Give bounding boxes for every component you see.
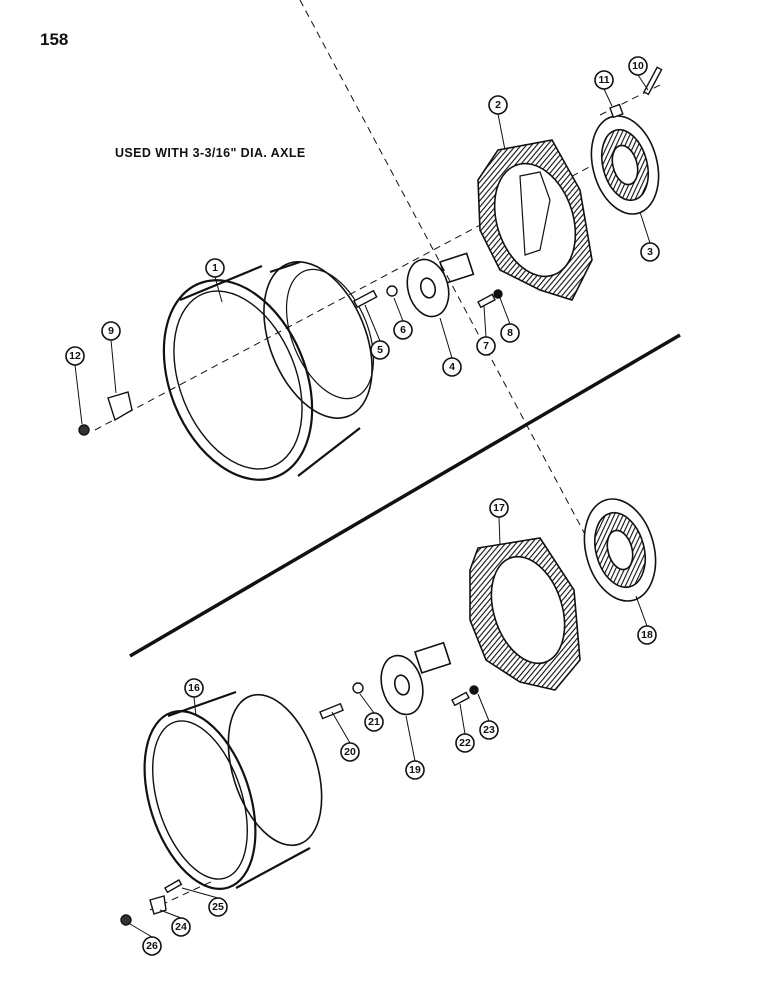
callout-9: 9 xyxy=(101,321,121,341)
svg-text:9: 9 xyxy=(108,325,114,337)
callout-7: 7 xyxy=(476,336,496,356)
lower-hub-flange xyxy=(583,498,657,602)
svg-text:8: 8 xyxy=(507,327,513,339)
svg-text:10: 10 xyxy=(632,60,644,72)
upper-wheel-rim xyxy=(162,260,375,481)
callout-5: 5 xyxy=(370,340,390,360)
callout-1: 1 xyxy=(205,258,225,278)
callout-25: 25 xyxy=(208,897,228,917)
lower-wheel-weight xyxy=(469,537,581,691)
svg-text:21: 21 xyxy=(368,716,380,728)
callout-8: 8 xyxy=(500,323,520,343)
svg-text:12: 12 xyxy=(69,350,81,362)
upper-hub xyxy=(406,252,475,318)
page-number: 158 xyxy=(40,30,69,49)
svg-text:25: 25 xyxy=(212,901,224,913)
svg-text:23: 23 xyxy=(483,724,495,736)
callout-3: 3 xyxy=(640,242,660,262)
svg-text:24: 24 xyxy=(175,921,187,933)
svg-text:7: 7 xyxy=(483,340,489,352)
callout-12: 12 xyxy=(65,346,85,366)
lower-hardware xyxy=(120,682,479,926)
svg-text:5: 5 xyxy=(377,344,383,356)
callout-4: 4 xyxy=(442,357,462,377)
part-callouts: 1 2 3 4 5 6 7 8 9 10 11 12 16 17 18 19 2… xyxy=(65,56,660,956)
callout-26: 26 xyxy=(142,936,162,956)
callout-18: 18 xyxy=(637,625,657,645)
svg-text:26: 26 xyxy=(146,940,158,952)
section-divider-line xyxy=(129,333,681,658)
callout-10: 10 xyxy=(628,56,648,76)
upper-hardware xyxy=(78,66,663,436)
callout-19: 19 xyxy=(405,760,425,780)
svg-text:2: 2 xyxy=(495,99,501,111)
svg-text:6: 6 xyxy=(400,324,406,336)
lower-wheel-rim xyxy=(143,690,323,890)
callout-6: 6 xyxy=(393,320,413,340)
lower-hub xyxy=(380,641,452,716)
callout-20: 20 xyxy=(340,742,360,762)
callout-2: 2 xyxy=(488,95,508,115)
callout-24: 24 xyxy=(171,917,191,937)
callout-17: 17 xyxy=(489,498,509,518)
svg-text:1: 1 xyxy=(212,262,218,274)
upper-wheel-weight xyxy=(477,139,593,301)
callout-21: 21 xyxy=(364,712,384,732)
axle-caption: USED WITH 3-3/16" DIA. AXLE xyxy=(115,146,306,160)
callout-22: 22 xyxy=(455,733,475,753)
svg-text:4: 4 xyxy=(449,361,455,373)
svg-text:3: 3 xyxy=(647,246,653,258)
svg-text:20: 20 xyxy=(344,746,356,758)
svg-text:19: 19 xyxy=(409,764,421,776)
callout-16: 16 xyxy=(184,678,204,698)
svg-text:17: 17 xyxy=(493,502,505,514)
svg-text:18: 18 xyxy=(641,629,653,641)
upper-hub-flange xyxy=(590,115,660,215)
lower-assembly-axis xyxy=(149,0,621,911)
callout-23: 23 xyxy=(479,720,499,740)
svg-text:22: 22 xyxy=(459,737,471,749)
upper-assembly-axis xyxy=(94,84,661,431)
svg-text:11: 11 xyxy=(598,74,609,86)
svg-text:16: 16 xyxy=(188,682,200,694)
callout-leaders xyxy=(74,74,651,938)
callout-11: 11 xyxy=(594,70,614,90)
